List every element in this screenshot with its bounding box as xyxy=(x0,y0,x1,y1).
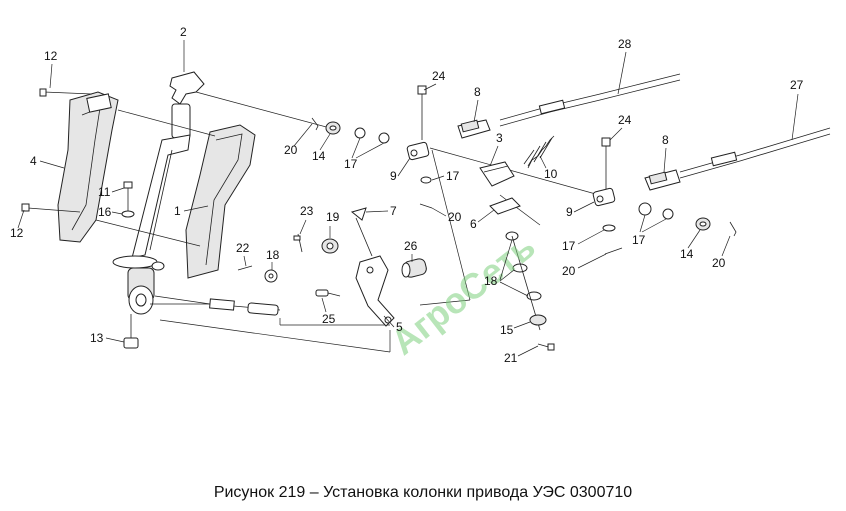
part-9-joint-lower xyxy=(592,187,616,207)
column-shaft xyxy=(112,134,191,349)
callout-26: 26 xyxy=(404,239,418,253)
callout-24-lower: 24 xyxy=(618,113,632,127)
part-3-bracket xyxy=(479,161,515,187)
callout-24-upper: 24 xyxy=(432,69,446,83)
assembly-guide-lines xyxy=(95,91,611,353)
callout-labels: 1 2 3 4 5 6 7 8 8 9 9 10 11 12 12 13 14 … xyxy=(10,25,804,365)
part-9-joint-upper xyxy=(406,141,430,161)
callout-2: 2 xyxy=(180,25,187,39)
part-19-washer xyxy=(321,238,339,254)
callout-5: 5 xyxy=(396,320,403,334)
part-12-screw-top xyxy=(39,88,93,97)
part-1-front-cover xyxy=(185,124,256,279)
part-24-pin-lower xyxy=(601,137,611,190)
part-27-cable xyxy=(679,127,831,179)
callout-20-mid: 20 xyxy=(448,210,462,224)
part-26-sleeve xyxy=(401,258,427,278)
callout-14-left: 14 xyxy=(312,149,326,163)
callout-17-bottom: 17 xyxy=(562,239,576,253)
part-4-rear-cover xyxy=(57,91,119,243)
part-21-bolt xyxy=(537,343,555,351)
callout-16: 16 xyxy=(98,205,112,219)
callout-9-upper: 9 xyxy=(390,169,397,183)
callout-13: 13 xyxy=(90,331,104,345)
callout-12-top: 12 xyxy=(44,49,58,63)
callout-28: 28 xyxy=(618,37,632,51)
part-11-bolt xyxy=(123,181,133,215)
part-5-lever xyxy=(355,255,395,327)
part-18-washer-left xyxy=(264,269,278,283)
part-16-washer xyxy=(121,210,135,218)
part-25-pin xyxy=(315,289,341,297)
part-15-nut xyxy=(529,314,547,326)
part-12-screw-bottom xyxy=(21,203,81,213)
part-2-handle xyxy=(169,71,205,139)
callout-9-lower: 9 xyxy=(566,205,573,219)
part-22-cotter xyxy=(237,265,253,271)
callout-25: 25 xyxy=(322,312,336,326)
part-20-cotters xyxy=(311,117,737,255)
part-17-washers xyxy=(354,127,674,232)
part-23-pin xyxy=(293,233,303,253)
callout-22: 22 xyxy=(236,241,250,255)
callout-21: 21 xyxy=(504,351,518,365)
callout-19: 19 xyxy=(326,210,340,224)
callout-15: 15 xyxy=(500,323,514,337)
part-10-spring xyxy=(523,135,555,169)
callout-8-upper: 8 xyxy=(474,85,481,99)
callout-18-right: 18 xyxy=(484,274,498,288)
callout-20-bottom: 20 xyxy=(562,264,576,278)
part-8-fork-lower xyxy=(644,169,681,191)
callout-18-left: 18 xyxy=(266,248,280,262)
part-6-plate xyxy=(489,197,521,215)
part-14-nut-right xyxy=(695,217,711,231)
callout-17-right: 17 xyxy=(632,233,646,247)
callout-12-bottom: 12 xyxy=(10,226,24,240)
callout-6: 6 xyxy=(470,217,477,231)
figure-caption: Рисунок 219 – Установка колонки привода … xyxy=(213,484,633,501)
callout-3: 3 xyxy=(496,131,503,145)
callout-23: 23 xyxy=(300,204,314,218)
callout-27: 27 xyxy=(790,78,804,92)
callout-20-right: 20 xyxy=(712,256,726,270)
callout-7: 7 xyxy=(390,204,397,218)
part-8-fork-upper xyxy=(457,119,491,139)
callout-4: 4 xyxy=(30,154,37,168)
part-7-bolt xyxy=(350,207,373,257)
part-24-pin-upper xyxy=(417,85,427,140)
callout-11: 11 xyxy=(98,185,111,199)
callout-17-mid: 17 xyxy=(446,169,460,183)
part-28-cable xyxy=(499,73,681,127)
callout-20-left: 20 xyxy=(284,143,298,157)
part-14-nut-left xyxy=(325,121,341,135)
callout-1: 1 xyxy=(174,204,181,218)
callout-14-right: 14 xyxy=(680,247,694,261)
callout-8-lower: 8 xyxy=(662,133,669,147)
callout-17-left: 17 xyxy=(344,157,358,171)
callout-10: 10 xyxy=(544,167,558,181)
lower-cable xyxy=(154,295,281,316)
